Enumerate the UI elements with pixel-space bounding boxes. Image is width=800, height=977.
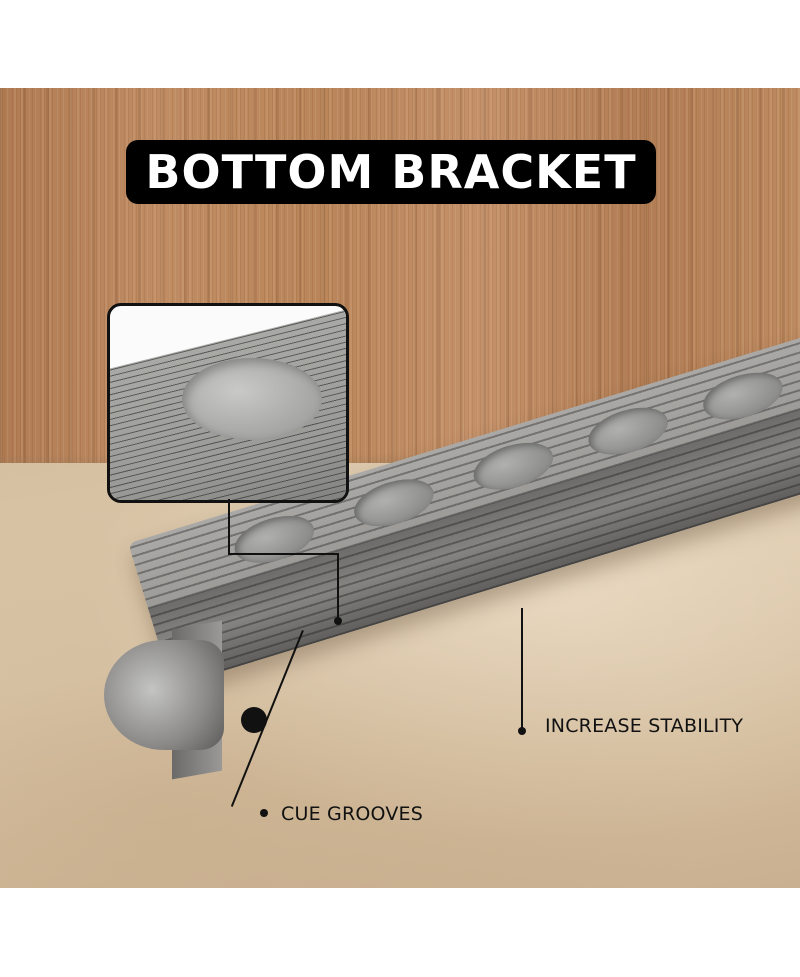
cue-groove xyxy=(228,507,320,572)
cue-groove xyxy=(697,364,789,429)
detail-inset xyxy=(107,303,349,503)
stability-leader xyxy=(521,608,523,730)
inset-cue-groove xyxy=(182,358,322,440)
inset-leader-vertical-2 xyxy=(337,553,339,621)
inset-leader-dot xyxy=(334,617,342,625)
callout-increase-stability: INCREASE STABILITY xyxy=(545,715,744,737)
inset-leader-vertical-1 xyxy=(228,499,230,554)
cue-groove xyxy=(348,470,440,535)
cue-grooves-dot xyxy=(260,809,268,817)
title-badge: BOTTOM BRACKET xyxy=(126,140,656,204)
inset-leader-horizontal xyxy=(228,553,339,555)
rounded-end-cap xyxy=(104,640,224,750)
callout-cue-grooves: CUE GROOVES xyxy=(281,803,423,825)
cue-groove xyxy=(468,434,559,499)
stability-dot xyxy=(518,727,526,735)
page-title: BOTTOM BRACKET xyxy=(145,145,637,199)
cue-groove xyxy=(582,399,674,464)
